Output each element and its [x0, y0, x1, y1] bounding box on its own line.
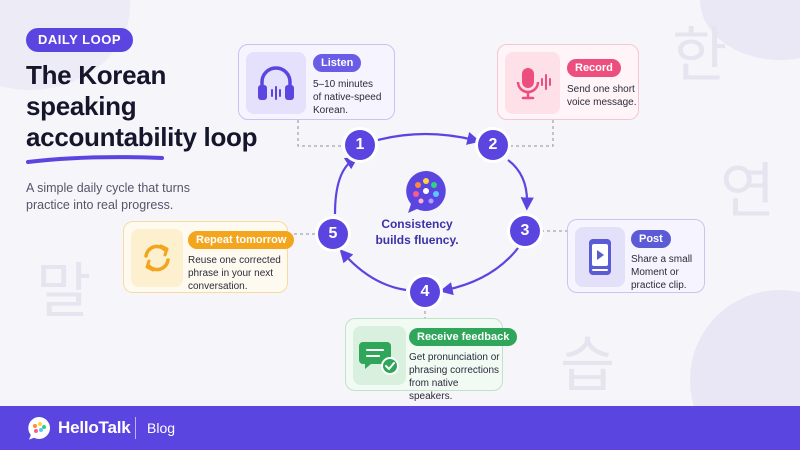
icon-box [246, 52, 306, 114]
title-line: The Korean [26, 60, 167, 90]
subtitle: A simple daily cycle that turns practice… [26, 181, 190, 212]
desc-line: 5–10 minutes [313, 79, 374, 90]
step-card-feedback: Receive feedback Get pronunciation or ph… [345, 318, 518, 402]
step-tag-record: Record [567, 59, 621, 77]
desc-line: conversation. [188, 281, 248, 292]
loop-arrows [333, 132, 534, 296]
hangul-decoration: 습 [560, 331, 616, 401]
step-desc-feedback: Get pronunciation or phrasing correction… [409, 351, 503, 403]
chat-bubble-icon [406, 171, 446, 213]
step-card-listen: Listen 5–10 minutes of native-speed Kore… [238, 44, 395, 120]
step-card-post: Post Share a small Moment or practice cl… [567, 219, 705, 293]
step-node-5: 5 [318, 219, 348, 249]
hangul-decoration: 연 [720, 157, 776, 227]
desc-line: phrase in your next [188, 268, 274, 279]
desc-line: from native speakers. [409, 378, 459, 402]
chat-check-icon [359, 342, 399, 375]
desc-line: practice clip. [631, 280, 687, 291]
step-node-1: 1 [345, 130, 375, 160]
icon-box [131, 229, 183, 287]
page-title: The Korean speaking accountability loop [26, 60, 258, 153]
footer-section-link[interactable]: Blog [147, 420, 176, 436]
desc-line: of native-speed [313, 92, 382, 103]
title-line: accountability loop [26, 122, 258, 152]
icon-box [505, 52, 560, 114]
step-card-record: Record Send one short voice message. [497, 44, 639, 120]
hellotalk-logo [28, 417, 50, 440]
step-node-3: 3 [510, 216, 540, 246]
daily-loop-badge: DAILY LOOP [26, 28, 134, 52]
desc-line: phrasing corrections [409, 365, 500, 376]
footer-divider [135, 417, 136, 439]
desc-line: Reuse one corrected [188, 255, 281, 266]
step-desc-repeat: Reuse one corrected phrase in your next … [188, 254, 286, 293]
step-tag-post: Post [631, 230, 671, 248]
desc-line: Send one short [567, 84, 635, 95]
step-desc-post: Share a small Moment or practice clip. [631, 253, 703, 292]
desc-line: Get pronunciation or [409, 352, 500, 363]
headphones-icon [258, 66, 294, 100]
icon-box [353, 326, 406, 385]
footer-brand: HelloTalk [58, 418, 131, 437]
desc-line: Moment or [631, 267, 679, 278]
phone-video-icon [589, 239, 611, 275]
step-desc-listen: 5–10 minutes of native-speed Korean. [313, 78, 393, 117]
step-card-repeat: Repeat tomorrow Reuse one corrected phra… [123, 221, 295, 293]
icon-box [575, 227, 625, 287]
step-node-2: 2 [478, 130, 508, 160]
microphone-icon [516, 68, 551, 100]
center-line: builds fluency. [375, 233, 459, 247]
connector-lines [288, 120, 567, 318]
center-line: Consistency [381, 217, 453, 231]
repeat-icon [144, 244, 170, 272]
step-desc-record: Send one short voice message. [567, 83, 637, 109]
desc-line: Share a small [631, 254, 693, 265]
step-tag-listen: Listen [313, 54, 362, 72]
step-tag-repeat: Repeat tomorrow [188, 231, 295, 249]
center-message: Consistency builds fluency. [362, 216, 472, 248]
step-node-4: 4 [410, 277, 440, 307]
footer-bar: HelloTalk Blog [0, 406, 800, 450]
step-tag-feedback: Receive feedback [409, 328, 518, 346]
desc-line: voice message. [567, 97, 637, 108]
desc-line: Korean. [313, 105, 349, 116]
hangul-decoration: 말 [36, 257, 92, 327]
title-underline [26, 155, 164, 164]
hangul-decoration: 한 [672, 21, 728, 91]
title-line: speaking [26, 91, 137, 121]
